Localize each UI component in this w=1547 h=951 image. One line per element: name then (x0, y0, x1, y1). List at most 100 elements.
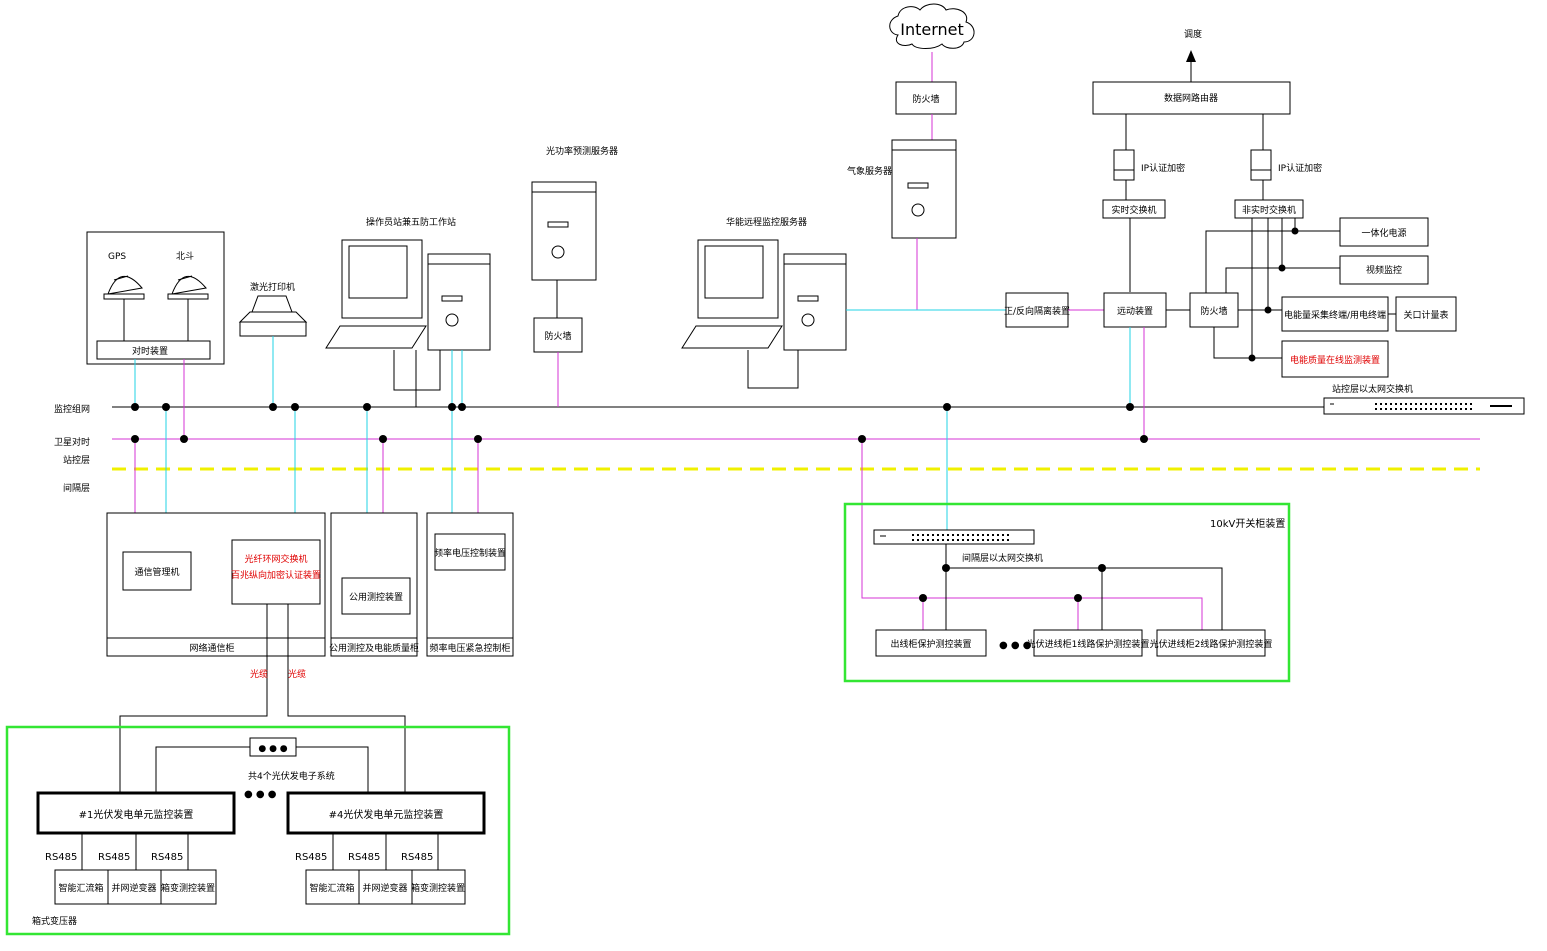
gps-antenna-icon (103, 275, 145, 300)
operator-workstation-icon (325, 239, 491, 351)
svg-text:通信管理机: 通信管理机 (134, 566, 179, 578)
svg-text:光纤环网交换机: 光纤环网交换机 (244, 553, 307, 565)
svg-text:一体化电源: 一体化电源 (1361, 227, 1406, 239)
svg-text:电能量采集终端/用电终端: 电能量采集终端/用电终端 (1284, 309, 1386, 321)
svg-text:光伏进线柜2线路保护测控装置: 光伏进线柜2线路保护测控装置 (1150, 638, 1273, 650)
layer-label-satellite: 卫星对时 (54, 436, 90, 448)
weather-server-label: 气象服务器 (847, 165, 892, 177)
isolation-device (1005, 292, 1069, 328)
timing-device (96, 340, 211, 360)
svg-text:非实时交换机: 非实时交换机 (1242, 204, 1296, 216)
fiber-label-1: 光缆 (250, 668, 268, 680)
svg-text:#1光伏发电单元监控装置: #1光伏发电单元监控装置 (79, 808, 194, 821)
internet-cloud-icon (889, 3, 975, 49)
pv-line-protection-2 (1156, 629, 1266, 657)
bay-ethernet-switch-icon (873, 529, 1035, 545)
freq-voltage-device (434, 533, 506, 571)
pv-line-protection-1 (1033, 629, 1143, 657)
switchgear-region (843, 502, 1291, 683)
remote-server-label: 华能远程监控服务器 (726, 216, 807, 228)
transformer-monitor-1 (160, 869, 217, 905)
ring-node-dots: ● ● ● (258, 744, 287, 754)
svg-text:远动装置: 远动装置 (1117, 305, 1153, 317)
ellipsis-dots-2: ● ● ● (244, 789, 277, 800)
power-quality-monitor (1281, 340, 1389, 378)
fiber-ring-switch (231, 539, 321, 605)
svg-text:智能汇流箱: 智能汇流箱 (58, 882, 103, 894)
svg-text:关口计量表: 关口计量表 (1403, 309, 1448, 321)
printer-icon (238, 295, 308, 337)
rs485-label: RS485 (348, 852, 380, 863)
outgoing-protection-device (875, 629, 987, 657)
svg-text:防火墙: 防火墙 (544, 330, 571, 342)
svg-text:光伏进线柜1线路保护测控装置: 光伏进线柜1线路保护测控装置 (1027, 638, 1150, 650)
bay-switch-label: 间隔层以太网交换机 (962, 552, 1043, 564)
forecast-server-label: 光功率预测服务器 (546, 145, 618, 157)
fiber-label-2: 光缆 (288, 668, 306, 680)
rs485-label: RS485 (295, 852, 327, 863)
svg-text:网络通信柜: 网络通信柜 (189, 642, 234, 654)
rs485-label: RS485 (45, 852, 77, 863)
ellipsis-dots-1: ● ● ● (999, 640, 1032, 651)
printer-label: 激光打印机 (250, 281, 295, 293)
layer-label-bay: 间隔层 (63, 482, 90, 494)
svg-text:出线柜保护测控装置: 出线柜保护测控装置 (890, 638, 971, 650)
layer-label-monitor: 监控组网 (54, 403, 90, 415)
internet-firewall (895, 81, 957, 115)
svg-text:公用测控及电能质量柜: 公用测控及电能质量柜 (329, 642, 419, 654)
rs485-label: RS485 (98, 852, 130, 863)
pv-unit-4-monitor (286, 791, 486, 835)
layer-label-station: 站控层 (63, 454, 90, 466)
public-monitor-device (341, 577, 411, 615)
forecast-firewall (533, 317, 583, 353)
right-firewall (1189, 292, 1239, 328)
integrated-power (1339, 217, 1429, 247)
switchgear-title: 10kV开关柜装置 (1210, 517, 1285, 530)
weather-server-icon (891, 139, 957, 239)
svg-text:正/反向隔离装置: 正/反向隔离装置 (1004, 305, 1070, 317)
inverter-1 (107, 869, 162, 905)
beidou-label: 北斗 (176, 251, 194, 262)
svg-text:箱变测控装置: 箱变测控装置 (411, 882, 465, 894)
dispatch-label: 调度 (1184, 28, 1202, 40)
svg-text:箱变测控装置: 箱变测控装置 (161, 882, 215, 894)
box-transformer-label: 箱式变压器 (32, 915, 77, 927)
svg-text:防火墙: 防火墙 (912, 93, 939, 105)
pv-subsystem-region (5, 725, 511, 936)
station-ethernet-switch-icon (1323, 397, 1525, 415)
beidou-antenna-icon (167, 275, 209, 300)
svg-text:数据网路由器: 数据网路由器 (1164, 92, 1218, 104)
svg-text:频率电压紧急控制柜: 频率电压紧急控制柜 (429, 642, 510, 654)
rs485-label: RS485 (401, 852, 433, 863)
svg-text:频率电压控制装置: 频率电压控制装置 (434, 547, 506, 559)
svg-text:#4光伏发电单元监控装置: #4光伏发电单元监控装置 (329, 808, 444, 821)
remote-server-icon (681, 239, 847, 351)
encrypt-device-icon (1113, 149, 1135, 181)
svg-text:并网逆变器: 并网逆变器 (362, 882, 407, 894)
ip-encrypt-label-2: IP认证加密 (1278, 162, 1322, 174)
internet-label: Internet (900, 20, 964, 39)
operator-station-label: 操作员站兼五防工作站 (366, 216, 456, 228)
junction-dots (131, 403, 1148, 443)
svg-text:对时装置: 对时装置 (132, 345, 168, 357)
video-monitor (1339, 255, 1429, 285)
combiner-box-4 (305, 869, 360, 905)
grid-meter (1395, 296, 1457, 332)
svg-text:公用测控装置: 公用测控装置 (349, 591, 403, 603)
svg-text:视频监控: 视频监控 (1366, 264, 1402, 276)
up-arrow-icon (1186, 50, 1196, 62)
svg-text:并网逆变器: 并网逆变器 (111, 882, 156, 894)
forecast-server-icon (531, 181, 597, 281)
gps-label: GPS (108, 252, 126, 262)
transformer-monitor-4 (411, 869, 466, 905)
realtime-switch (1102, 199, 1166, 219)
nonrealtime-switch (1234, 199, 1304, 219)
pv-count-label: 共4个光伏发电子系统 (248, 770, 335, 782)
encrypt-device-icon (1250, 149, 1272, 181)
rs485-label: RS485 (151, 852, 183, 863)
combiner-box-1 (54, 869, 109, 905)
inverter-4 (358, 869, 413, 905)
svg-text:百兆纵向加密认证装置: 百兆纵向加密认证装置 (231, 569, 321, 581)
comm-manager (122, 551, 192, 591)
